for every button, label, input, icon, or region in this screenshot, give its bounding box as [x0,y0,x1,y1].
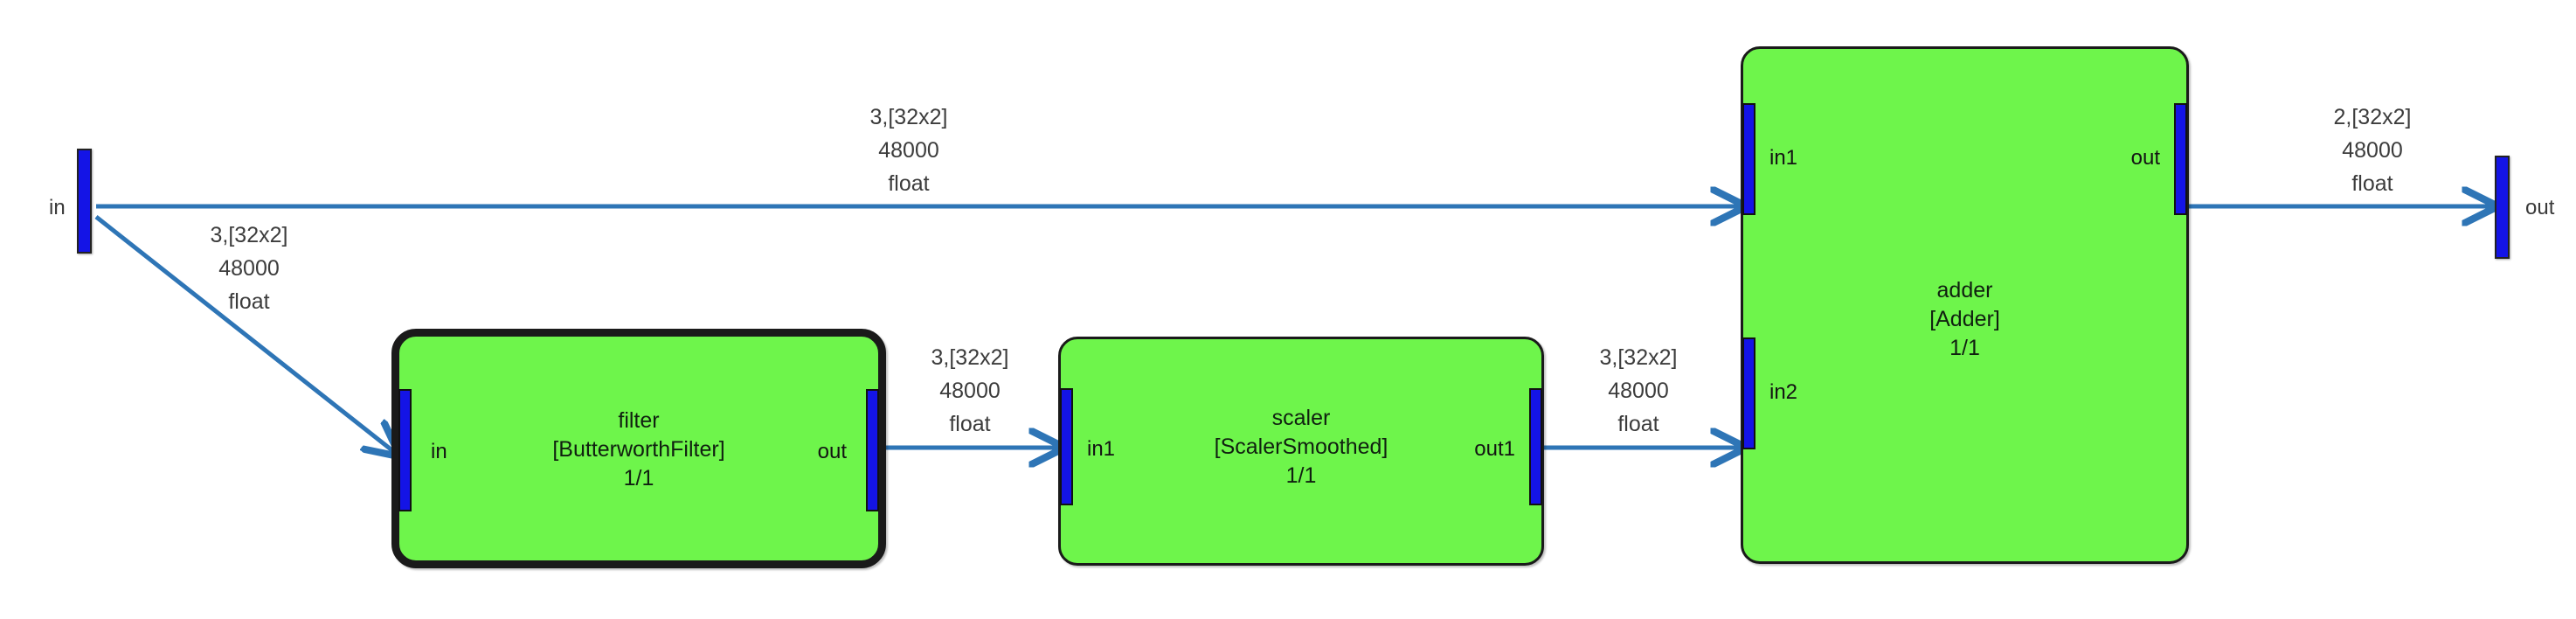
node-filter-port-in-label: in [431,440,447,463]
node-scaler-ratio: 1/1 [1285,463,1317,488]
node-filter[interactable]: filter [ButterworthFilter] 1/1 in out [391,329,886,568]
graph-output-port-label: out [2525,196,2555,219]
graph-input-port-label: in [49,196,66,219]
node-scaler-type: [ScalerSmoothed] [1214,435,1388,459]
node-scaler-name: scaler [1271,406,1331,430]
graph-output-port[interactable] [2495,156,2510,259]
node-adder-port-in2[interactable] [1742,337,1755,449]
node-filter-type: [ButterworthFilter] [552,437,725,462]
node-scaler[interactable]: scaler [ScalerSmoothed] 1/1 in1 out1 [1058,337,1544,566]
node-adder-type: [Adder] [1929,307,2000,331]
node-scaler-port-in1[interactable] [1060,388,1073,505]
graph-input-port[interactable] [77,149,92,254]
node-adder-port-out[interactable] [2174,103,2187,215]
node-adder-name: adder [1936,278,1993,303]
edge-path-in-to-filter-in[interactable] [94,215,398,455]
node-scaler-port-out1[interactable] [1529,388,1542,505]
node-filter-port-out[interactable] [866,389,879,511]
node-filter-ratio: 1/1 [623,466,654,490]
node-adder-port-out-label: out [2130,146,2160,170]
node-adder-port-in1[interactable] [1742,103,1755,215]
node-scaler-port-out1-label: out1 [1474,437,1515,461]
node-adder-port-in1-label: in1 [1769,146,1798,170]
node-filter-port-in[interactable] [398,389,412,511]
node-scaler-port-in1-label: in1 [1087,437,1116,461]
node-adder-port-in2-label: in2 [1769,380,1798,404]
node-adder[interactable]: adder [Adder] 1/1 in1 in2 out [1741,46,2189,564]
node-filter-name: filter [618,408,660,433]
node-adder-ratio: 1/1 [1949,336,1980,360]
node-filter-port-out-label: out [817,440,847,463]
